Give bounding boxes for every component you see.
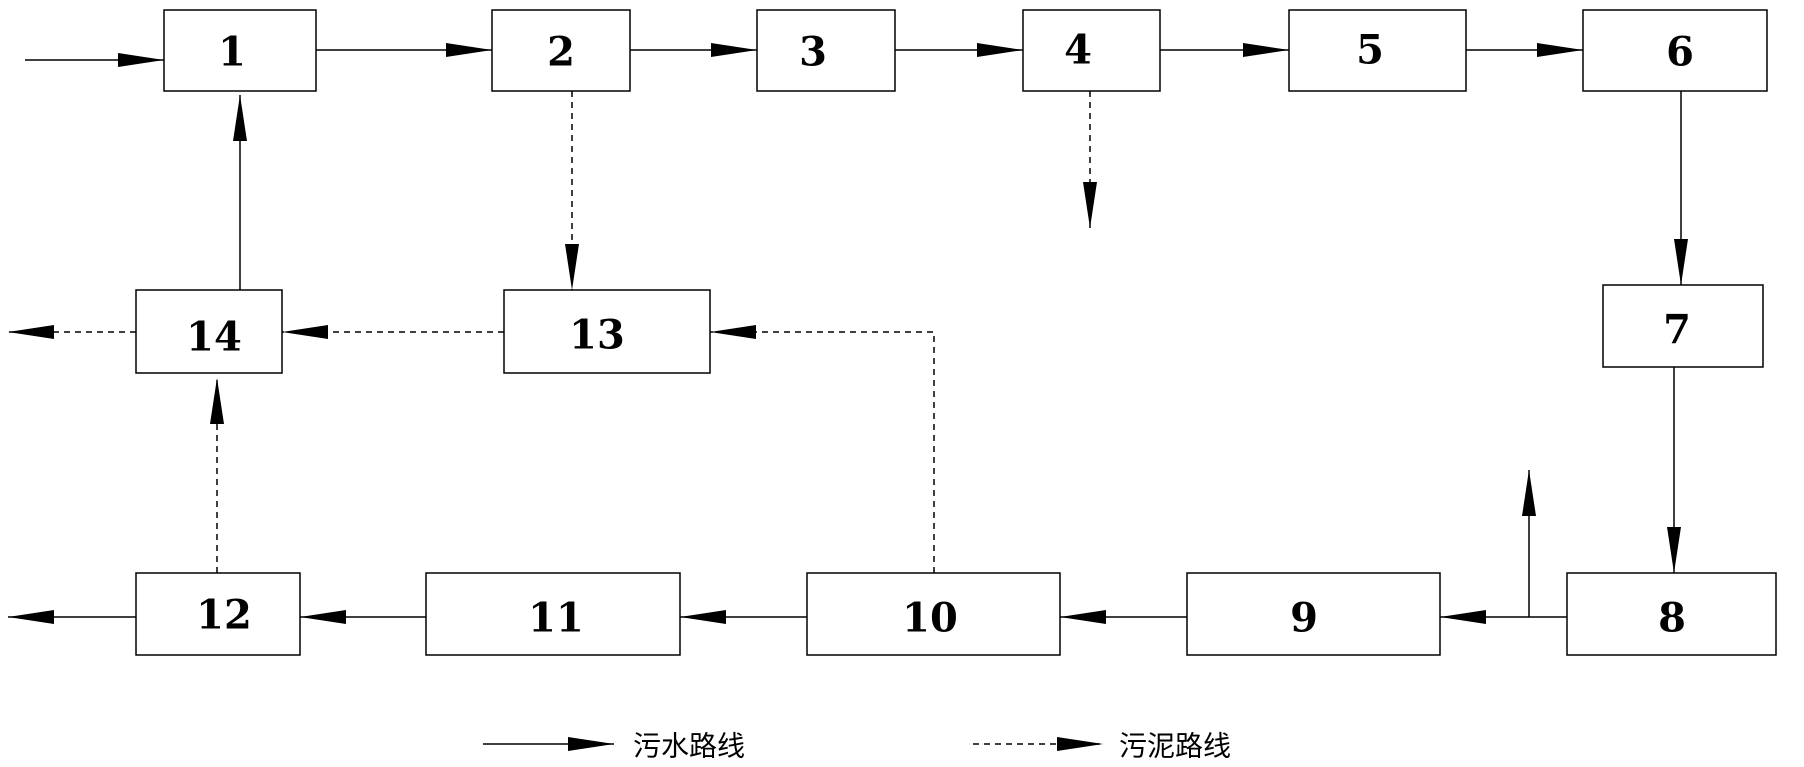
process-box-14-label: 14	[186, 314, 242, 361]
process-box-3: 3	[756, 9, 896, 92]
process-box-13-label: 13	[569, 312, 625, 359]
process-box-2: 2	[491, 9, 631, 92]
process-box-12-label: 12	[196, 592, 252, 639]
connector-10-to-13	[710, 325, 935, 573]
process-box-7-label: 7	[1663, 307, 1691, 354]
process-box-1-label: 1	[218, 29, 246, 76]
process-box-9-label: 9	[1290, 595, 1318, 642]
process-box-4: 4	[1022, 9, 1161, 92]
process-box-9: 9	[1186, 572, 1441, 656]
process-box-6-label: 6	[1666, 29, 1694, 76]
process-box-3-label: 3	[799, 29, 827, 76]
legend: 污水路线 污泥路线	[483, 730, 1231, 763]
process-box-8: 8	[1566, 572, 1777, 656]
process-box-8-label: 8	[1658, 595, 1686, 642]
process-box-10-label: 10	[902, 595, 958, 642]
process-box-14: 14	[135, 289, 283, 374]
process-box-7: 7	[1602, 284, 1764, 368]
process-box-1: 1	[163, 9, 317, 92]
process-box-11: 11	[425, 572, 681, 656]
process-box-4-label: 4	[1064, 27, 1092, 74]
process-box-12: 12	[135, 572, 301, 656]
process-box-6: 6	[1582, 9, 1768, 92]
process-box-10: 10	[806, 572, 1061, 656]
process-box-5-label: 5	[1356, 27, 1384, 74]
process-box-11-label: 11	[528, 595, 584, 642]
process-box-5: 5	[1288, 9, 1467, 92]
legend-sludge-label: 污泥路线	[1119, 730, 1231, 763]
process-box-2-label: 2	[547, 29, 575, 76]
process-box-13: 13	[503, 289, 711, 374]
legend-sewage-label: 污水路线	[633, 730, 745, 763]
